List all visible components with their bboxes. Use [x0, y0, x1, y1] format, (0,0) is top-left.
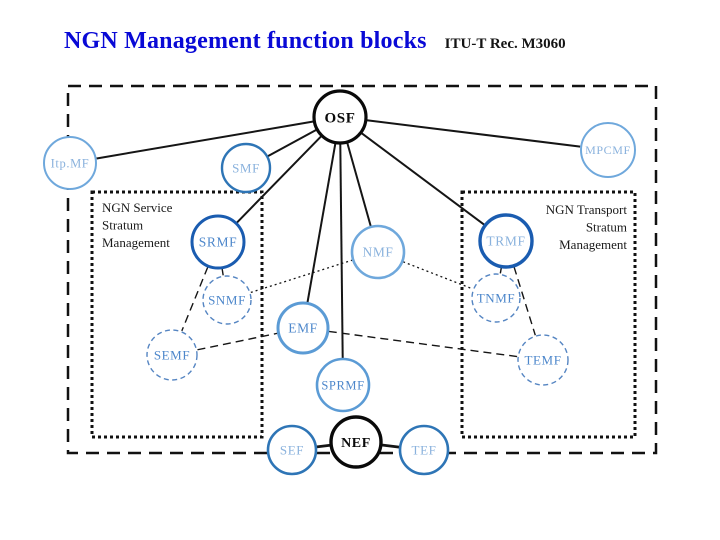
- node-NEF-label: NEF: [341, 436, 371, 451]
- node-SMF-label: SMF: [232, 161, 260, 176]
- node-SEMF-circle: [146, 329, 198, 381]
- edge-TRMF-TNMF: [499, 267, 503, 274]
- edge-EMF-TEMF: [328, 330, 518, 358]
- node-NMF-circle: [350, 224, 406, 280]
- page-title: NGN Management function blocks: [64, 28, 427, 54]
- group-box-transport-stratum: [460, 190, 637, 439]
- node-TNMF-circle: [471, 273, 521, 323]
- recommendation-reference: ITU-T Rec. M3060: [444, 36, 566, 52]
- node-SNMF-label: SNMF: [208, 293, 246, 308]
- header: NGN Management function blocks ITU-T Rec…: [64, 28, 566, 55]
- node-SEF-circle: [266, 424, 318, 476]
- node-OSF-circle: [312, 89, 368, 145]
- node-EMF-circle: [276, 301, 330, 355]
- node-TNMF-label: TNMF: [477, 291, 516, 306]
- node-MPCMF-label: MPCMF: [585, 143, 631, 157]
- node-SEF-label: SEF: [280, 443, 304, 458]
- node-TEMF-label: TEMF: [524, 353, 561, 368]
- node-SRMF-circle: [190, 214, 246, 270]
- node-OSF-label: OSF: [325, 110, 356, 126]
- edge-NEF-TEF: [381, 443, 400, 449]
- node-ItpMF-circle: [43, 136, 97, 190]
- edge-OSF-SPRMF: [339, 143, 344, 359]
- node-TRMF-circle: [478, 213, 534, 269]
- edge-SEMF-EMF: [197, 332, 278, 351]
- edge-OSF-MPCMF: [366, 119, 581, 148]
- edge-OSF-TRMF: [361, 132, 485, 226]
- node-NMF-label: NMF: [362, 245, 393, 260]
- node-EMF-label: EMF: [288, 321, 318, 336]
- group-box-service-stratum: [90, 190, 264, 439]
- edge-SRMF-SNMF: [221, 268, 224, 276]
- node-TEF-circle: [398, 424, 450, 476]
- edge-TRMF-TEMF: [513, 266, 536, 336]
- node-TEF-label: TEF: [412, 443, 437, 458]
- node-TRMF-label: TRMF: [486, 234, 525, 249]
- edge-SEF-NEF: [316, 443, 331, 449]
- node-SMF-circle: [220, 142, 272, 194]
- node-SNMF-circle: [202, 275, 252, 325]
- edge-SRMF-SEMF: [181, 266, 209, 332]
- node-TEMF-circle: [517, 334, 569, 386]
- edge-OSF-SRMF: [236, 135, 322, 224]
- edge-OSF-SMF: [267, 128, 317, 157]
- node-SEMF-label: SEMF: [154, 348, 190, 363]
- edge-OSF-EMF: [306, 143, 337, 303]
- node-MPCMF-circle: [580, 122, 636, 178]
- node-SPRMF-circle: [315, 357, 371, 413]
- edge-OSF-ItpMF: [96, 120, 314, 160]
- node-SRMF-label: SRMF: [199, 235, 237, 250]
- node-NEF-circle: [329, 415, 383, 469]
- edge-OSF-NMF: [346, 142, 372, 227]
- node-ItpMF-label: Itp.MF: [51, 156, 90, 170]
- edge-SNMF-NMF: [250, 259, 353, 294]
- node-SPRMF-label: SPRMF: [321, 378, 364, 392]
